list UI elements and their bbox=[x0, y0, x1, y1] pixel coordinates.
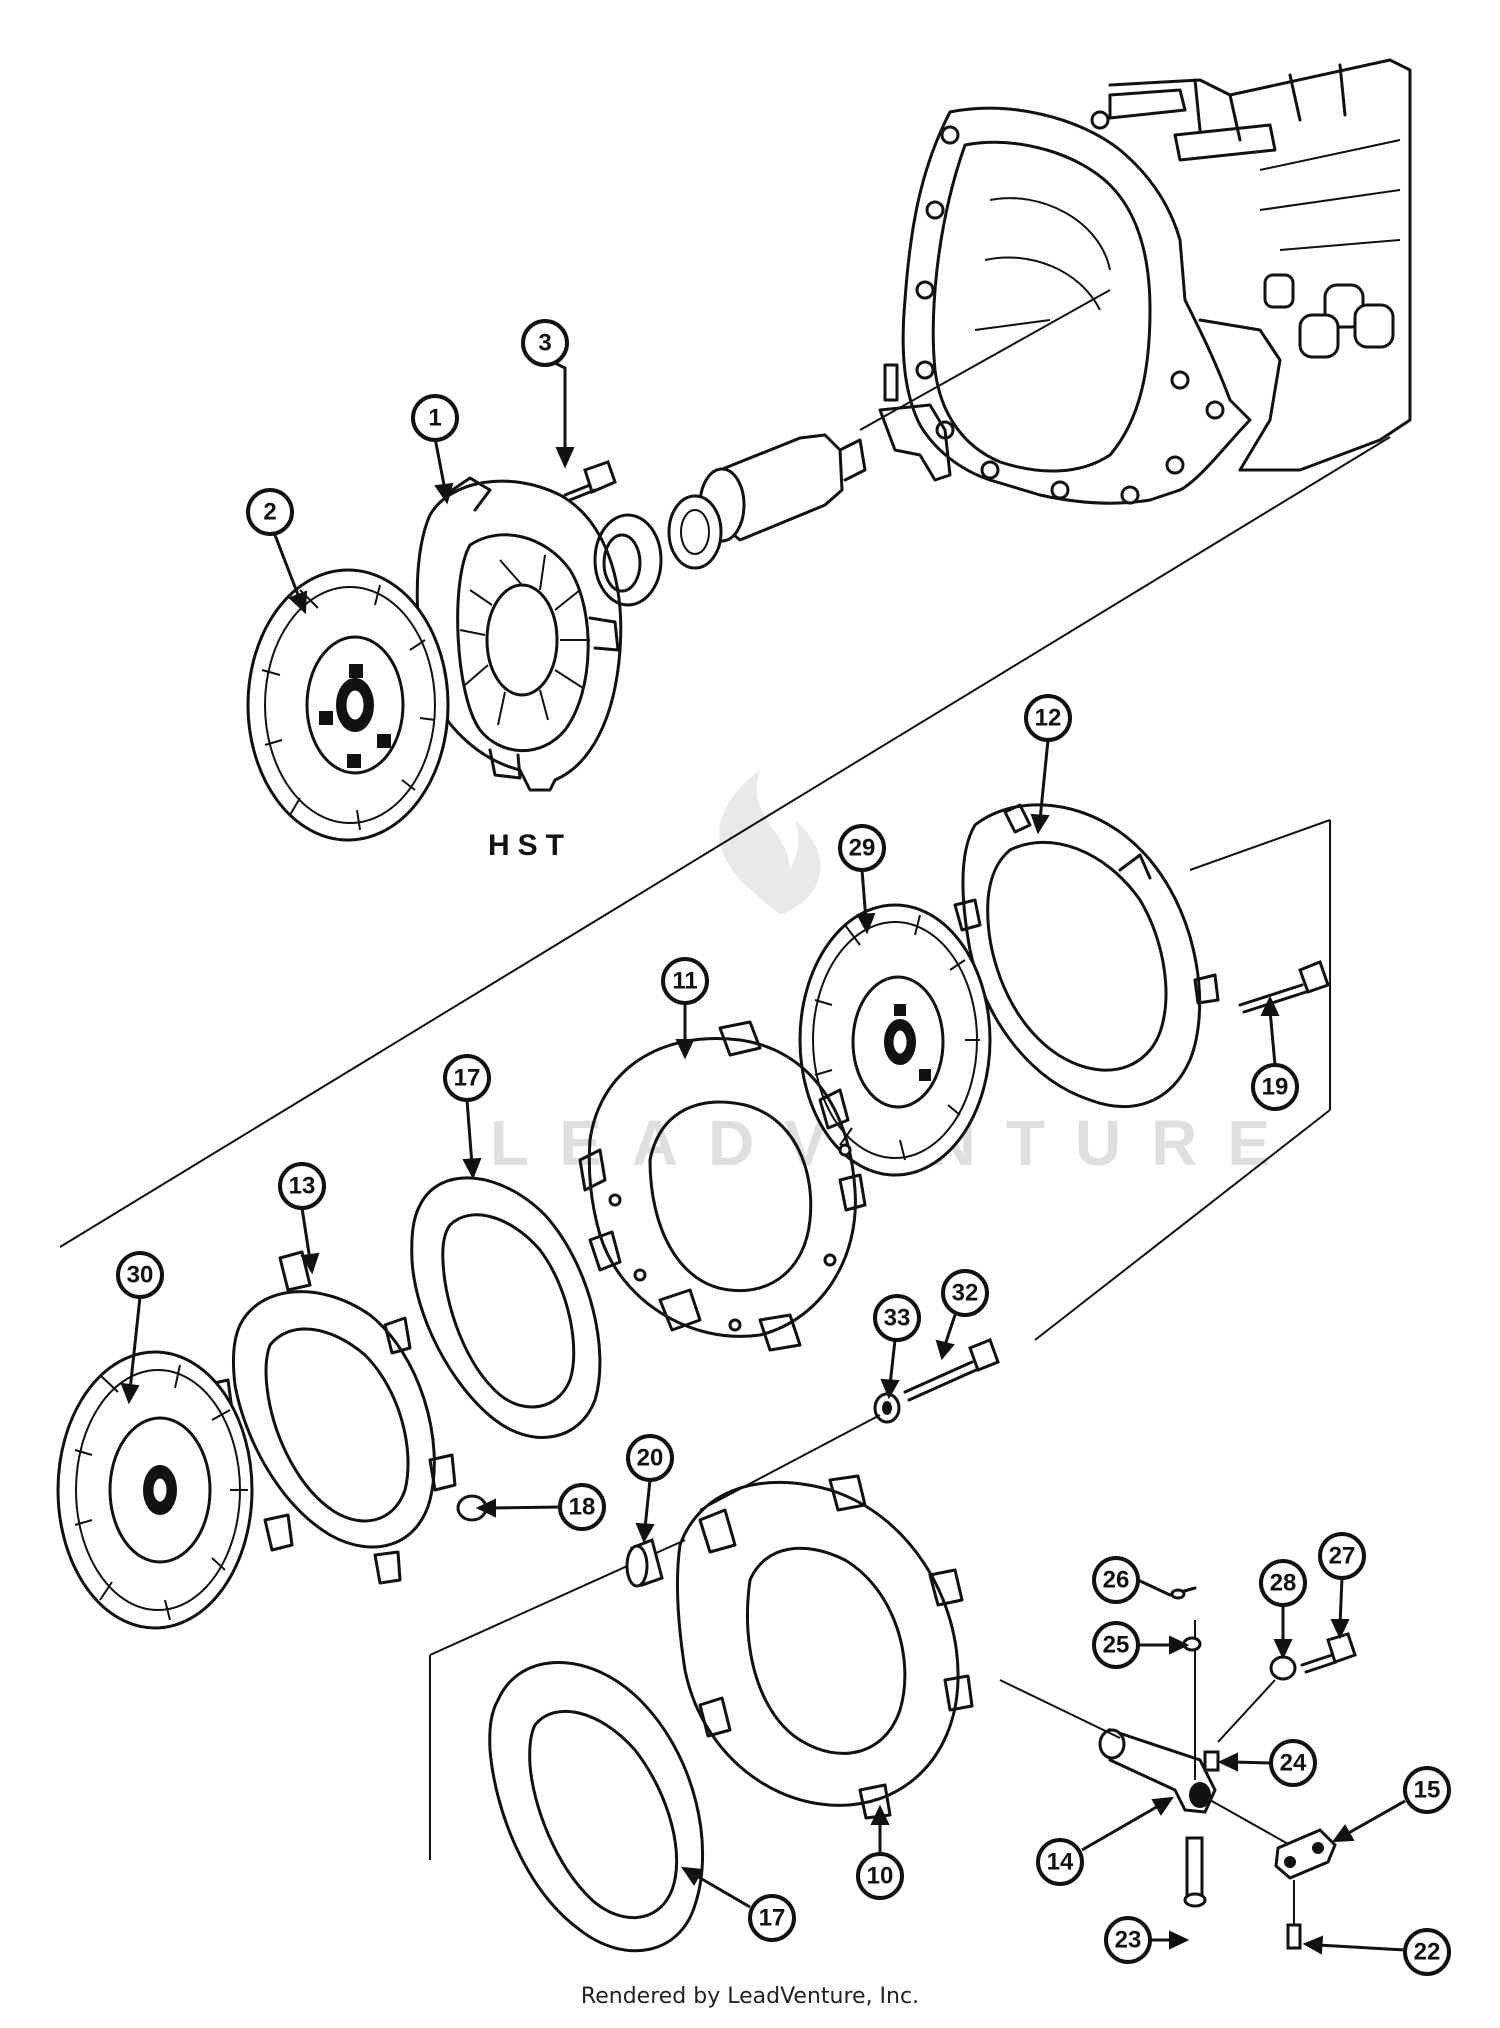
svg-text:14: 14 bbox=[1047, 1849, 1074, 1876]
pin-23 bbox=[1183, 1836, 1207, 1908]
svg-text:32: 32 bbox=[952, 1280, 979, 1307]
release-bearing-sleeve bbox=[667, 433, 867, 570]
svg-text:20: 20 bbox=[637, 1445, 664, 1472]
svg-text:26: 26 bbox=[1103, 1567, 1130, 1594]
svg-text:1: 1 bbox=[428, 405, 441, 432]
callout-23: 23 bbox=[1104, 1916, 1152, 1964]
svg-text:28: 28 bbox=[1270, 1570, 1297, 1597]
clutch-disc-2 bbox=[246, 568, 450, 842]
callout-26: 26 bbox=[1092, 1556, 1140, 1604]
callout-22: 22 bbox=[1403, 1928, 1451, 1976]
svg-text:12: 12 bbox=[1035, 705, 1062, 732]
friction-ring-17-lower bbox=[488, 1661, 705, 1953]
svg-text:25: 25 bbox=[1103, 1632, 1130, 1659]
callout-20: 20 bbox=[626, 1434, 674, 1482]
callout-29: 29 bbox=[838, 824, 886, 872]
callout-18: 18 bbox=[558, 1483, 606, 1531]
release-fork bbox=[859, 289, 1111, 482]
callout-2: 2 bbox=[246, 488, 294, 536]
callout-15: 15 bbox=[1403, 1766, 1451, 1814]
svg-text:2: 2 bbox=[263, 499, 276, 526]
svg-text:11: 11 bbox=[672, 968, 697, 995]
callout-3: 3 bbox=[521, 319, 569, 367]
callout-14: 14 bbox=[1036, 1838, 1084, 1886]
svg-text:15: 15 bbox=[1414, 1777, 1441, 1804]
bolt-3 bbox=[563, 460, 617, 502]
pin-22 bbox=[1286, 1923, 1302, 1950]
svg-text:13: 13 bbox=[289, 1173, 316, 1200]
svg-text:23: 23 bbox=[1115, 1927, 1142, 1954]
leader-lines bbox=[120, 356, 1406, 1955]
clutch-disc-29 bbox=[798, 903, 992, 1177]
callout-28: 28 bbox=[1259, 1559, 1307, 1607]
plate-12 bbox=[953, 803, 1220, 1108]
svg-text:3: 3 bbox=[538, 330, 551, 357]
washer-33 bbox=[873, 1392, 901, 1424]
svg-text:17: 17 bbox=[759, 1905, 786, 1932]
svg-text:30: 30 bbox=[127, 1262, 154, 1289]
callout-19: 19 bbox=[1251, 1063, 1299, 1111]
pin-24 bbox=[1203, 1750, 1220, 1772]
callout-30: 30 bbox=[116, 1251, 164, 1299]
assembly-label-hst: HST bbox=[488, 829, 572, 862]
callout-27: 27 bbox=[1318, 1532, 1366, 1580]
link-plate-15 bbox=[1274, 1828, 1337, 1880]
svg-text:10: 10 bbox=[867, 1863, 894, 1890]
bolt-32 bbox=[903, 1338, 1000, 1402]
callout-10: 10 bbox=[856, 1852, 904, 1900]
footer-credit: Rendered by LeadVenture, Inc. bbox=[580, 1984, 920, 2009]
clutch-disc-30 bbox=[56, 1350, 254, 1630]
svg-text:22: 22 bbox=[1414, 1939, 1441, 1966]
callout-13: 13 bbox=[278, 1162, 326, 1210]
throwout-bearing bbox=[593, 513, 663, 607]
callout-1: 1 bbox=[411, 394, 459, 442]
cotter-26 bbox=[1168, 1586, 1197, 1600]
bolt-19 bbox=[1238, 960, 1330, 1014]
callout-32: 32 bbox=[941, 1269, 989, 1317]
bolt-27 bbox=[1300, 1632, 1357, 1674]
callout-12: 12 bbox=[1024, 694, 1072, 742]
callout-17-lower: 17 bbox=[748, 1894, 796, 1942]
bushing-20 bbox=[625, 1537, 664, 1588]
callout-33: 33 bbox=[873, 1294, 921, 1342]
svg-text:27: 27 bbox=[1329, 1543, 1356, 1570]
callout-25: 25 bbox=[1092, 1621, 1140, 1669]
svg-text:17: 17 bbox=[454, 1065, 481, 1092]
callout-17-upper: 17 bbox=[443, 1054, 491, 1102]
pressure-ring-11 bbox=[578, 1020, 867, 1352]
svg-text:19: 19 bbox=[1262, 1074, 1289, 1101]
pressure-ring-10 bbox=[676, 1474, 974, 1820]
callout-11: 11 bbox=[661, 957, 709, 1005]
svg-text:29: 29 bbox=[849, 835, 876, 862]
svg-text:33: 33 bbox=[884, 1305, 911, 1332]
friction-ring-17-upper bbox=[410, 1176, 602, 1439]
svg-text:24: 24 bbox=[1280, 1750, 1307, 1777]
nut-28 bbox=[1269, 1655, 1297, 1681]
transmission-housing bbox=[901, 58, 1412, 505]
svg-text:18: 18 bbox=[569, 1494, 596, 1521]
callout-24: 24 bbox=[1269, 1739, 1317, 1787]
callout-labels: 1 2 3 10 11 12 13 14 15 17 17 18 19 20 2… bbox=[116, 319, 1451, 1976]
